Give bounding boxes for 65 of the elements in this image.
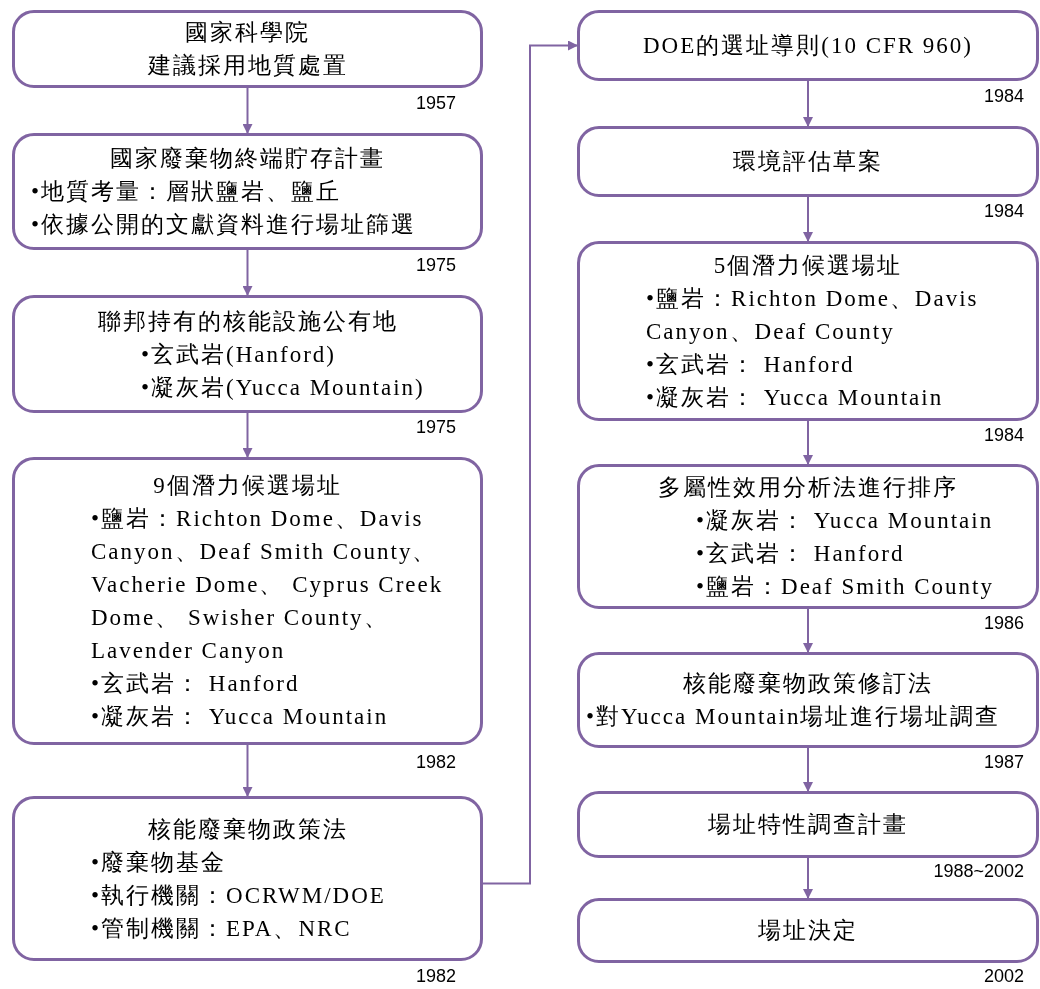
year-label: 1982 (415, 966, 456, 986)
year-label: 1987 (983, 752, 1024, 772)
bullet-text: •凝灰岩(Yucca Mountain) (141, 373, 426, 402)
arrow (482, 40, 578, 885)
process-box (12, 133, 483, 250)
bullet-text: •執行機關：OCRWM/DOE (91, 881, 387, 910)
process-box (577, 10, 1039, 81)
arrow (242, 87, 253, 134)
box-heading: 核能廢棄物政策修訂法 (682, 670, 934, 698)
arrow (803, 196, 813, 242)
box-heading: 場址決定 (757, 917, 859, 945)
box-heading: DOE的選址導則(10 CFR 960) (641, 32, 975, 60)
arrow (803, 420, 813, 465)
bullet-text: •玄武岩： Hanford (91, 670, 301, 698)
box-heading: 國家廢棄物終端貯存計畫 (109, 145, 386, 173)
year-label: 1957 (415, 93, 456, 113)
bullet-text: •對Yucca Mountain場址進行場址調查 (586, 703, 1002, 731)
bullet-text: •鹽岩：Richton Dome、Davis Canyon、Deaf County (646, 284, 980, 346)
process-box (12, 457, 483, 745)
bullet-text: •凝灰岩： Yucca Mountain (696, 506, 995, 535)
year-label: 1982 (415, 752, 456, 772)
year-label: 1988~2002 (933, 861, 1024, 881)
bullet-text: •凝灰岩： Yucca Mountain (646, 383, 945, 412)
box-heading: 國家科學院 (184, 19, 311, 47)
process-box (12, 10, 483, 88)
box-heading: 5個潛力候選場址 (712, 251, 904, 280)
box-heading: 多屬性效用分析法進行排序 (657, 473, 959, 502)
arrow (242, 249, 253, 296)
box-heading: 聯邦持有的核能設施公有地 (96, 307, 399, 336)
bullet-text: •玄武岩(Hanford) (141, 340, 337, 369)
bullet-text: 建議採用地質處置 (146, 52, 349, 80)
box-heading: 核能廢棄物政策法 (146, 815, 349, 844)
year-label: 2002 (983, 966, 1024, 986)
bullet-text: •廢棄物基金 (91, 848, 228, 877)
box-heading: 場址特性調查計畫 (707, 811, 909, 839)
process-box (577, 791, 1039, 858)
box-heading: 9個潛力候選場址 (152, 472, 343, 500)
year-label: 1984 (983, 425, 1024, 445)
bullet-text: •依據公開的文獻資料進行場址篩選 (31, 211, 418, 239)
bullet-text: •凝灰岩： Yucca Mountain (91, 703, 390, 731)
bullet-text: •管制機關：EPA、NRC (91, 914, 353, 943)
bullet-text: •鹽岩：Deaf Smith County (696, 572, 995, 601)
bullet-text: •玄武岩： Hanford (646, 350, 856, 379)
year-label: 1984 (983, 201, 1024, 221)
box-heading: 環境評估草案 (732, 148, 884, 176)
process-box (12, 295, 483, 413)
process-box (12, 796, 483, 961)
year-label: 1975 (415, 417, 456, 437)
arrow (803, 857, 813, 899)
arrow (803, 747, 813, 792)
year-label: 1975 (415, 255, 456, 275)
year-label: 1984 (983, 86, 1024, 106)
process-box (577, 241, 1039, 421)
arrow (803, 608, 813, 653)
arrow (803, 80, 813, 127)
process-box (577, 652, 1039, 748)
bullet-text: •地質考量：層狀鹽岩、鹽丘 (31, 178, 343, 206)
bullet-text: •玄武岩： Hanford (696, 539, 906, 568)
process-box (577, 898, 1039, 963)
process-box (577, 126, 1039, 197)
year-label: 1986 (983, 613, 1024, 633)
arrow (242, 412, 253, 458)
arrow (242, 744, 253, 797)
bullet-text: •鹽岩：Richton Dome、Davis Canyon、Deaf Smith County、Vacherie Dome、 Cyprus Creek Dome、 Swisher County、Lavender Canyon (91, 505, 445, 665)
process-box (577, 464, 1039, 609)
